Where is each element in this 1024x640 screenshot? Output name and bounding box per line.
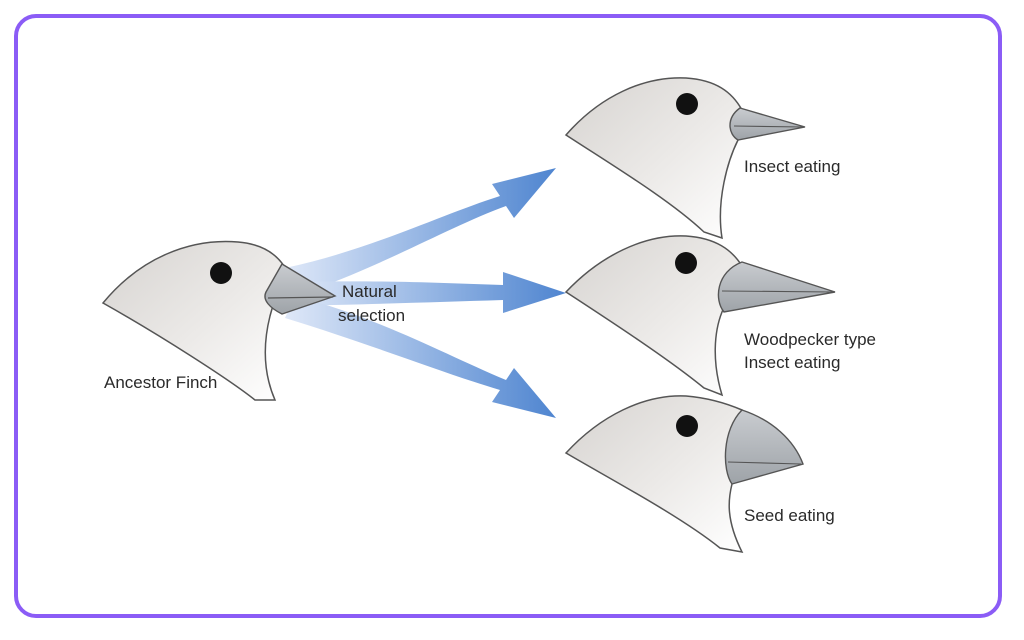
woodpecker-type-line-2: Insect eating — [744, 353, 841, 372]
woodpecker-head-shape — [564, 235, 743, 397]
ancestor-eye — [210, 262, 232, 284]
insect-eating-eye — [676, 93, 698, 115]
woodpecker-beak — [717, 261, 836, 313]
seed-eating-label: Seed eating — [744, 505, 835, 526]
insect-eating-line-1: Insect eating — [744, 157, 841, 176]
ancestor-finch-label: Ancestor Finch — [104, 373, 218, 392]
seed-eating-finch-head — [564, 395, 804, 554]
selection-arrows — [285, 168, 566, 418]
seed-eating-head-shape — [564, 395, 744, 554]
arrow-to-insect-eating — [285, 168, 556, 296]
woodpecker-type-line-1: Woodpecker type — [744, 330, 876, 349]
woodpecker-eye — [675, 252, 697, 274]
natural-selection-label: Natural selection — [338, 280, 405, 328]
natural-selection-line-2: selection — [338, 306, 406, 325]
seed-eating-line-1: Seed eating — [744, 506, 835, 525]
arrow-to-seed-eating — [285, 296, 556, 418]
arrow-to-woodpecker-type — [292, 272, 566, 313]
seed-eating-eye — [676, 415, 698, 437]
ancestor-head-shape — [101, 240, 285, 401]
insect-eating-label: Insect eating — [744, 156, 840, 177]
insect-eating-head-shape — [564, 77, 743, 240]
woodpecker-type-label: Woodpecker type Insect eating — [744, 328, 876, 374]
seed-eating-beak — [724, 409, 804, 485]
insect-eating-finch-head — [564, 77, 806, 240]
insect-eating-beak — [729, 107, 806, 141]
ancestor-finch-head — [101, 240, 337, 401]
natural-selection-line-1: Natural — [342, 282, 397, 301]
ancestor-beak — [264, 263, 337, 315]
woodpecker-finch-head — [564, 235, 836, 397]
